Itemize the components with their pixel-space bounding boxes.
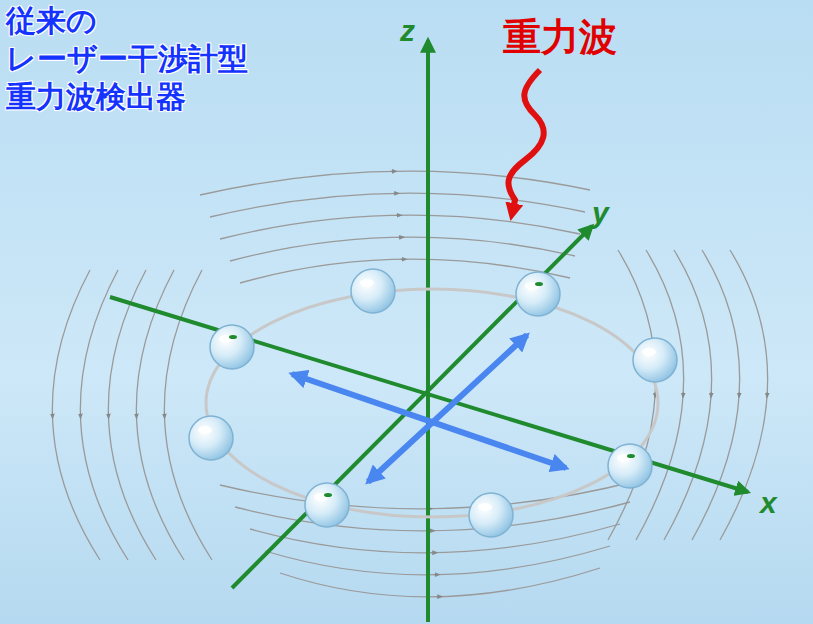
field-arrow [767,392,768,396]
test-mass [608,444,652,488]
test-mass [351,269,395,313]
field-line [220,215,580,239]
test-mass [305,483,349,527]
y-axis [232,226,592,588]
field-line [200,171,590,195]
field-arrow [80,413,81,417]
field-line [265,546,610,575]
field-arrow [431,552,435,553]
field-line [108,270,156,560]
test-mass [210,325,254,369]
field-line [240,259,570,283]
field-line [80,270,128,560]
ring [206,289,658,517]
field-arrow [711,392,712,396]
wave-arrow [508,70,543,214]
field-arrow [164,413,165,417]
field-line [230,237,575,261]
test-mass [189,416,233,460]
test-mass [633,338,677,382]
field-line [280,568,600,597]
field-line [210,193,585,217]
field-line [664,250,712,540]
axis-label: z [400,14,415,48]
field-arrow [436,596,440,597]
field-arrow [393,193,397,194]
field-arrow [396,215,400,216]
field-lines [52,171,767,597]
field-arrow [391,171,395,172]
field-arrow [52,413,53,417]
field-line [250,524,620,553]
x-axis [110,297,748,492]
strain-arrow [368,335,527,482]
wave-label: 重力波 [503,12,617,63]
field-arrow [398,237,402,238]
test-mass [516,272,560,316]
field-line [636,250,684,540]
test-mass [469,493,513,537]
field-arrow [739,392,740,396]
field-arrow [401,259,405,260]
strain-arrow [292,374,566,468]
axis-label: x [760,486,777,520]
test-masses [189,269,677,537]
field-arrow [683,392,684,396]
z-axis [426,40,430,622]
field-arrow [108,413,109,417]
field-line [164,270,212,560]
field-line [52,270,100,560]
field-arrow [136,413,137,417]
field-arrow [434,574,438,575]
field-line [692,250,740,540]
field-line [608,250,656,540]
title: 従来の レーザー干渉計型 重力波検出器 [6,2,291,116]
axis-label: y [592,196,609,230]
